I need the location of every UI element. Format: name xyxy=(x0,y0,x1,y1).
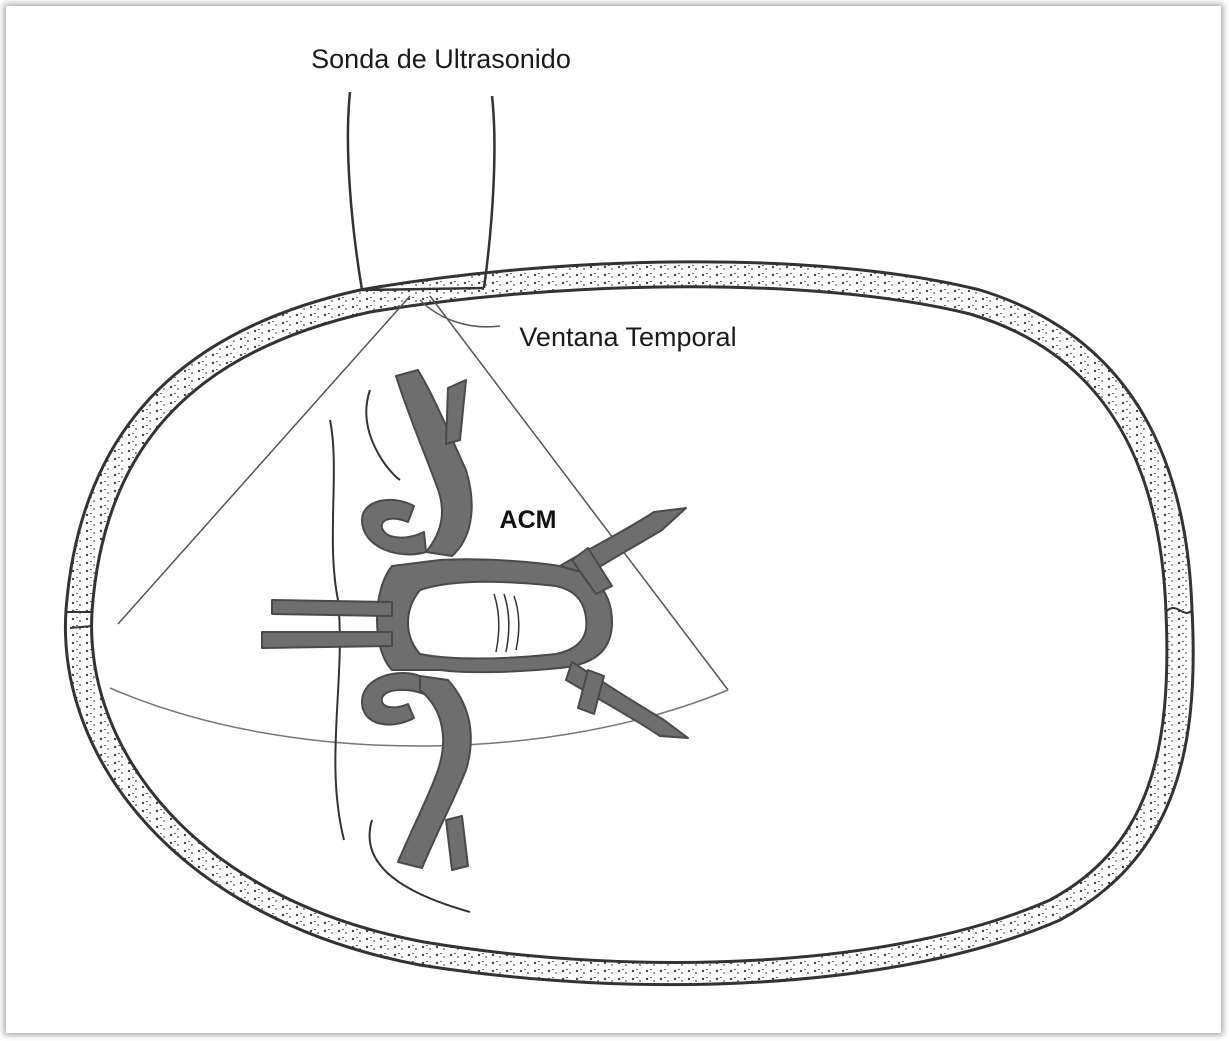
probe-label: Sonda de Ultrasonido xyxy=(311,44,571,74)
temporal-window-label: Ventana Temporal xyxy=(519,322,736,352)
anterior-cerebral-lower xyxy=(262,632,392,648)
skull xyxy=(65,262,1193,985)
skull-inner-outline xyxy=(92,287,1167,963)
anterior-cerebral-upper xyxy=(272,600,392,616)
mca-label: ACM xyxy=(500,506,557,534)
ultrasound-probe xyxy=(348,92,495,290)
